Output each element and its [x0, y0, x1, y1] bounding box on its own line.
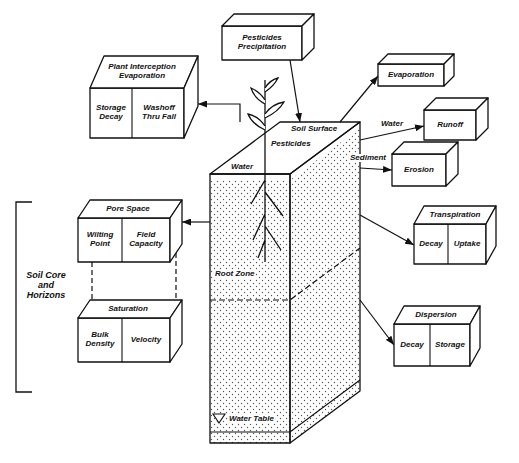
process-box: Erosion: [392, 142, 458, 186]
soil-column: Soil SurfaceWater PesticidesRoot ZoneWate…: [210, 122, 360, 443]
box-label: Washoff Thru Fall: [136, 104, 182, 122]
box-divider: [121, 318, 122, 362]
edge-label: Sediment: [349, 154, 387, 163]
box-face: [222, 14, 314, 26]
box-label: Transpiration: [430, 211, 481, 220]
box-label: Runoff: [437, 121, 463, 130]
process-box: Evaporation: [378, 54, 454, 86]
process-box: Pore SpaceWilting PointField Capacity: [78, 200, 182, 262]
box-face: [78, 318, 170, 362]
box-divider: [429, 324, 430, 366]
box-face: [424, 110, 476, 140]
box-face: [210, 174, 290, 443]
box-face: [476, 98, 488, 140]
box-label: Dispersion: [415, 311, 456, 320]
process-box: TranspirationDecay Uptake: [414, 206, 496, 264]
flow-arrow: [290, 60, 300, 122]
soil-stipple: [290, 128, 360, 443]
box-face: [90, 88, 184, 138]
plant-leaf: [265, 78, 278, 92]
box-face: [414, 224, 486, 264]
water-table-line: [210, 380, 360, 432]
plant-leaf: [248, 114, 265, 130]
connector-dashed: [175, 253, 176, 300]
process-box: Pesticides Precipitation: [222, 14, 314, 60]
box-label: Erosion: [404, 166, 434, 175]
process-box: Runoff: [424, 98, 488, 140]
box-label: Pesticides Precipitation: [224, 34, 300, 52]
flow-arrow: [198, 104, 240, 122]
box-label: Field Capacity: [124, 231, 168, 249]
box-face: [486, 206, 496, 264]
box-face: [78, 218, 170, 262]
plant-leaf: [251, 88, 265, 104]
box-label: Saturation: [108, 305, 148, 314]
box-label: Storage: [435, 341, 465, 350]
box-label: Water Table: [228, 415, 275, 424]
box-label: Velocity: [131, 336, 161, 345]
box-face: [78, 300, 182, 318]
box-label: Water: [230, 163, 254, 172]
flow-arrow: [91, 262, 92, 300]
box-face: [210, 122, 360, 174]
plant-roots: [251, 152, 283, 262]
box-face: [302, 14, 314, 60]
box-outline: [392, 142, 458, 186]
box-face: [378, 64, 444, 86]
root-zone-boundary: [210, 248, 360, 300]
box-face: [444, 54, 454, 86]
flow-arrow: [360, 215, 414, 245]
box-face: [394, 324, 470, 366]
bracket-label: Soil Core and Horizons: [20, 270, 72, 300]
box-divider: [447, 224, 448, 264]
box-label: Bulk Density: [80, 331, 120, 349]
box-label: Evaporation: [388, 71, 434, 80]
box-label: Storage Decay: [92, 104, 130, 122]
box-label: Root Zone: [214, 270, 256, 279]
flow-arrow: [182, 221, 210, 222]
flow-arrow: [340, 76, 378, 122]
box-outline: [424, 98, 488, 140]
plant-leaf: [265, 102, 284, 118]
flow-arrow: [360, 168, 392, 170]
box-label: Pesticides: [270, 140, 312, 149]
box-face: [170, 300, 182, 362]
box-divider: [131, 88, 132, 138]
box-label: Wilting Point: [80, 231, 120, 249]
box-label: Pore Space: [106, 205, 150, 214]
box-face: [470, 306, 480, 366]
box-face: [392, 154, 446, 186]
box-face: [78, 200, 182, 218]
box-label: Soil Surface: [290, 125, 338, 134]
box-face: [170, 200, 182, 262]
box-face: [394, 306, 480, 324]
water-table-symbol: [213, 414, 225, 423]
process-box: DispersionDecay Storage: [394, 306, 480, 366]
soil-stipple: [210, 180, 290, 443]
box-face: [90, 56, 198, 88]
box-label: Decay: [400, 341, 424, 350]
box-face: [184, 56, 198, 138]
box-face: [446, 142, 458, 186]
box-label: Plant Interception Evaporation: [102, 63, 182, 81]
flow-arrow: [360, 300, 394, 345]
box-label: Decay: [419, 240, 443, 249]
edge-label: Water: [380, 120, 404, 129]
process-box: Plant Interception EvaporationStorage De…: [90, 56, 198, 138]
box-face: [222, 26, 302, 60]
box-divider: [121, 218, 122, 262]
box-face: [290, 122, 360, 443]
box-face: [378, 54, 454, 64]
box-label: Uptake: [454, 240, 481, 249]
box-face: [414, 206, 496, 224]
process-box: SaturationBulk Density Velocity: [78, 300, 182, 362]
